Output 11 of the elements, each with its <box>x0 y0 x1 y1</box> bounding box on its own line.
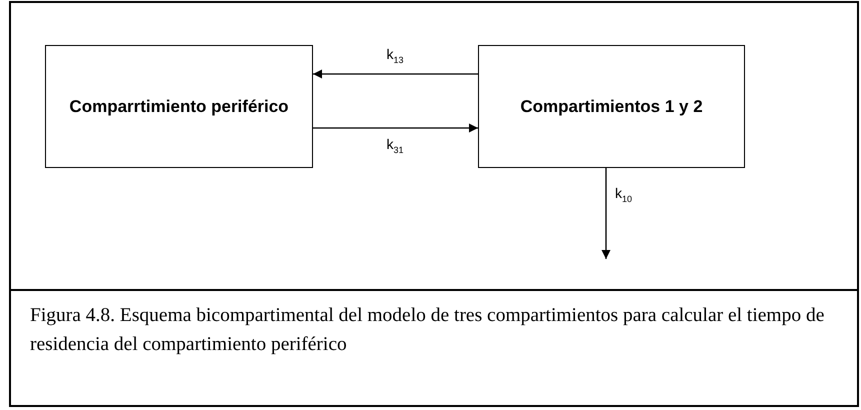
compartment-label: Compartimientos 1 y 2 <box>520 96 703 118</box>
arrow <box>313 124 478 132</box>
compartment-box <box>478 45 745 168</box>
rate-constant-label: k$_{10}$ <box>614 185 634 204</box>
rate-constant-label: k$_{31}$ <box>386 136 405 155</box>
compartment-box <box>45 45 313 168</box>
figure-caption: Figura 4.8. Esquema bicompartimental del modelo de tres compartimientos para calcular el tiempo de residencia del compartimiento periférico <box>30 304 826 357</box>
arrow <box>602 168 610 259</box>
rate-constant-label: k$_{13}$ <box>386 46 405 65</box>
compartment-label: Comparrtimiento periférico <box>69 96 289 118</box>
arrow <box>313 70 478 78</box>
